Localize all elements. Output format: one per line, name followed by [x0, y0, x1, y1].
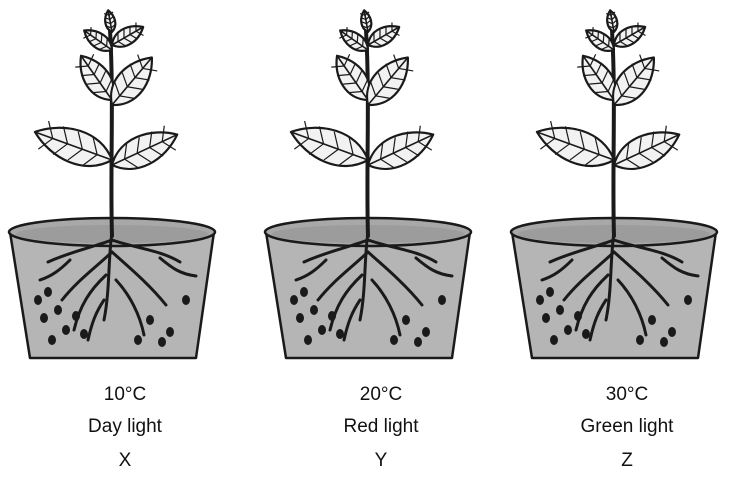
soil-particle: [54, 305, 62, 315]
setup-letter: Z: [502, 448, 752, 474]
leaf: [605, 9, 619, 32]
setup-letter: Y: [256, 448, 506, 474]
soil-particle: [304, 335, 312, 345]
soil-particle: [550, 335, 558, 345]
soil-particle: [328, 311, 336, 321]
leaf: [362, 121, 440, 178]
potted-plant-y: [256, 0, 506, 380]
soil-particle: [290, 295, 298, 305]
soil-particle: [542, 313, 550, 323]
temperature-label: 20°C: [256, 382, 506, 408]
temperature-label: 10°C: [0, 382, 250, 408]
soil-particle: [182, 295, 190, 305]
leaf: [359, 9, 373, 32]
leaf: [608, 121, 686, 178]
stem: [110, 30, 112, 236]
light-label: Day light: [0, 414, 250, 440]
soil-particle: [660, 337, 668, 347]
soil-particle: [636, 335, 644, 345]
stem: [612, 30, 614, 236]
soil-particle: [44, 287, 52, 297]
soil-particle: [564, 325, 572, 335]
soil-particle: [300, 287, 308, 297]
soil-particle: [414, 337, 422, 347]
soil-particle: [422, 327, 430, 337]
soil-particle: [402, 315, 410, 325]
setup-y: 20°C Red light Y: [256, 0, 506, 477]
setup-z: 30°C Green light Z: [502, 0, 752, 477]
leaf: [531, 116, 619, 175]
light-label: Red light: [256, 414, 506, 440]
soil-particle: [684, 295, 692, 305]
soil-particle: [146, 315, 154, 325]
soil-particle: [158, 337, 166, 347]
soil-particle: [438, 295, 446, 305]
soil-particle: [668, 327, 676, 337]
leaf: [285, 116, 373, 175]
soil-particle: [34, 295, 42, 305]
leaf: [29, 116, 117, 175]
leaf: [103, 9, 117, 32]
potted-plant-z: [502, 0, 752, 380]
temperature-label: 30°C: [502, 382, 752, 408]
soil-particle: [574, 311, 582, 321]
soil-particle: [648, 315, 656, 325]
soil-particle: [536, 295, 544, 305]
soil-particle: [582, 329, 590, 339]
soil-particle: [318, 325, 326, 335]
soil-particle: [72, 311, 80, 321]
soil-particle: [166, 327, 174, 337]
soil-particle: [134, 335, 142, 345]
soil-particle: [48, 335, 56, 345]
soil-particle: [546, 287, 554, 297]
potted-plant-x: [0, 0, 250, 380]
soil-particle: [62, 325, 70, 335]
soil-particle: [390, 335, 398, 345]
soil-particle: [40, 313, 48, 323]
light-label: Green light: [502, 414, 752, 440]
soil-particle: [310, 305, 318, 315]
soil-particle: [80, 329, 88, 339]
leaf: [106, 121, 184, 178]
stem: [366, 30, 368, 236]
soil-particle: [296, 313, 304, 323]
soil-particle: [556, 305, 564, 315]
setup-letter: X: [0, 448, 250, 474]
setup-x: 10°C Day light X: [0, 0, 250, 477]
soil-particle: [336, 329, 344, 339]
